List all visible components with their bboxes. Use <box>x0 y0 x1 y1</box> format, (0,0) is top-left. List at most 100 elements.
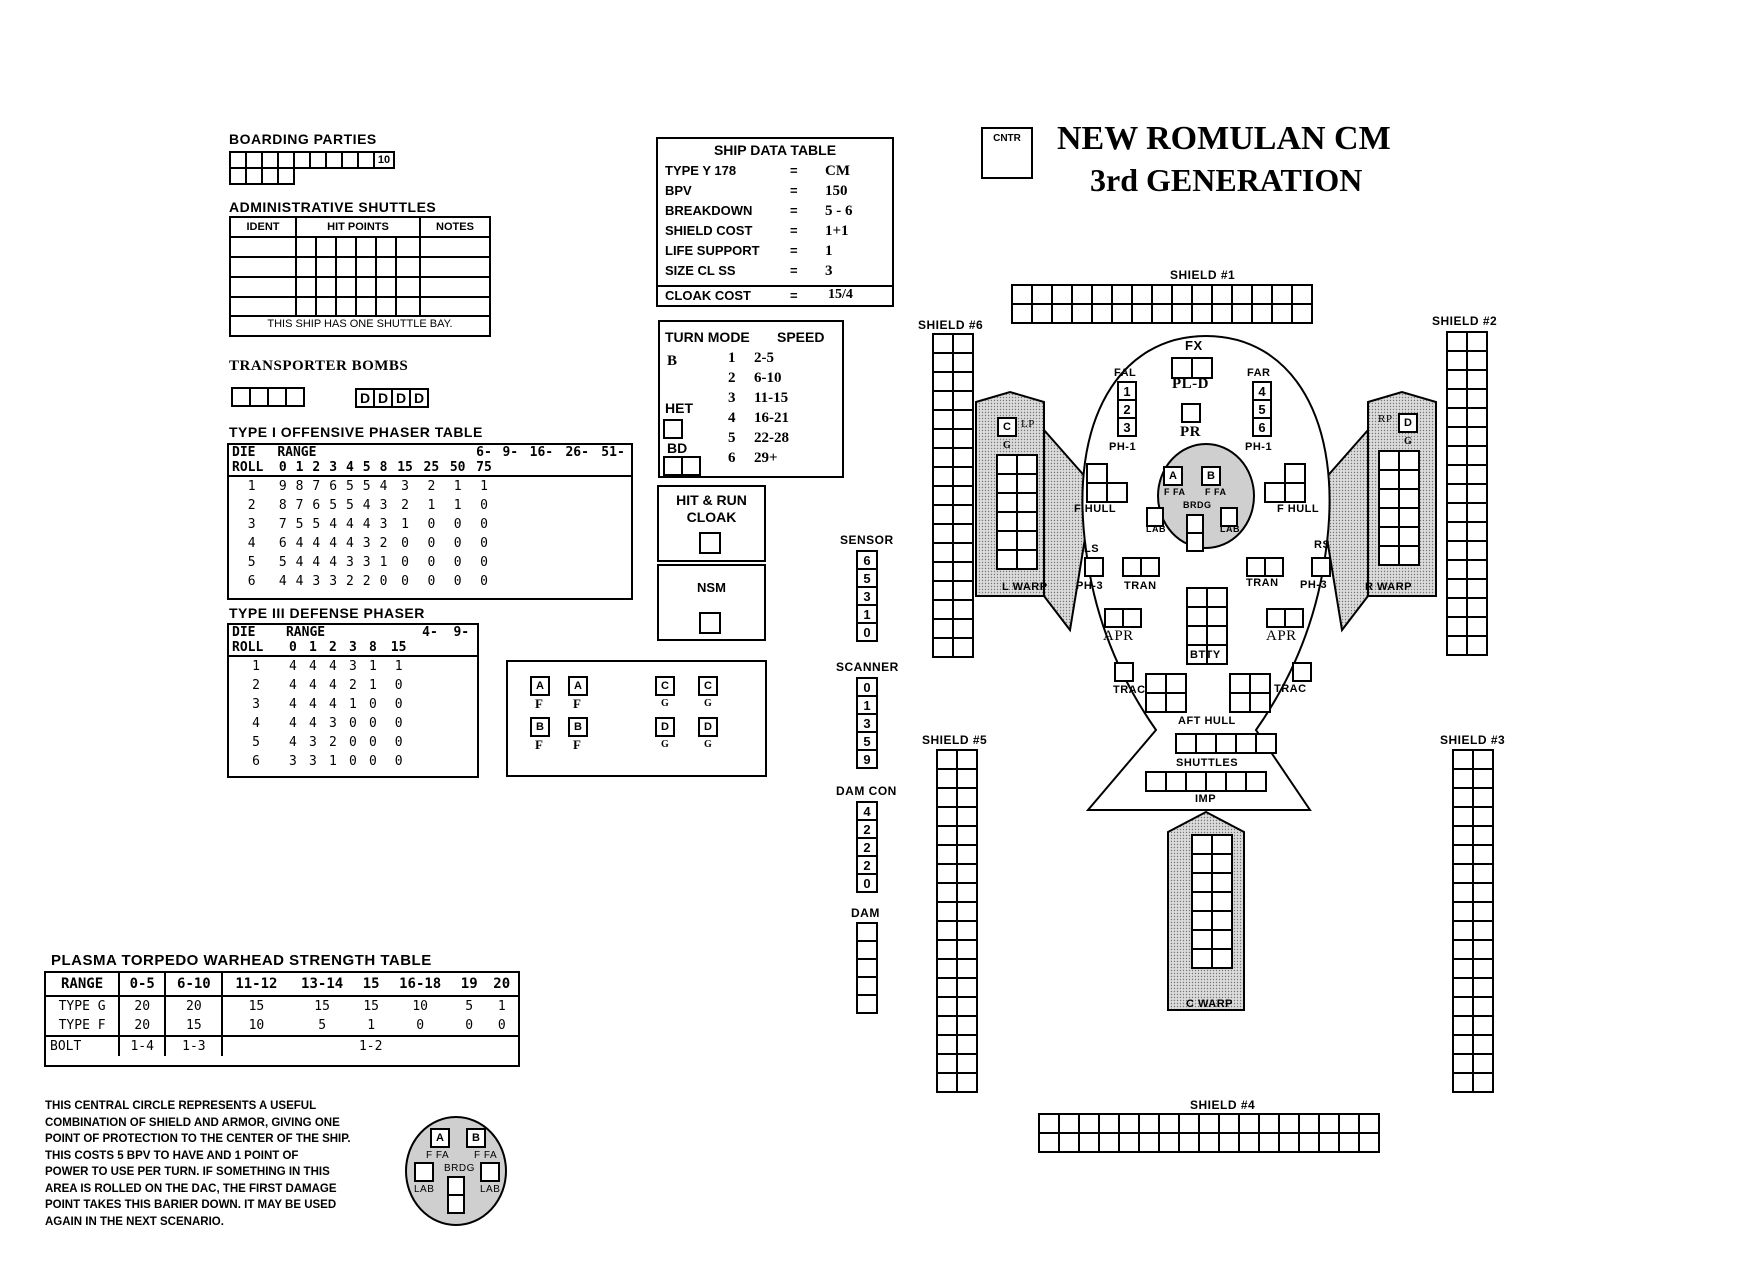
damage-box[interactable] <box>1472 844 1494 865</box>
tran-right-2[interactable] <box>1264 557 1284 577</box>
damage-box[interactable] <box>1452 920 1474 941</box>
damage-box[interactable] <box>1051 284 1073 305</box>
damage-box[interactable] <box>1466 426 1488 447</box>
damage-box[interactable] <box>1211 872 1233 893</box>
damage-box[interactable] <box>932 618 954 639</box>
track-box[interactable] <box>856 940 878 960</box>
damage-box[interactable] <box>932 333 954 354</box>
damage-box[interactable] <box>932 428 954 449</box>
damage-box[interactable] <box>1472 1034 1494 1055</box>
track-box[interactable]: 3 <box>856 586 878 606</box>
damage-box[interactable] <box>932 542 954 563</box>
damage-box[interactable] <box>936 958 958 979</box>
damage-box[interactable] <box>1198 1132 1220 1153</box>
damage-box[interactable] <box>1338 1113 1360 1134</box>
shield-6-boxes[interactable] <box>932 333 974 658</box>
track-box[interactable] <box>856 958 878 978</box>
damage-box[interactable] <box>936 901 958 922</box>
damage-box[interactable] <box>1016 492 1038 513</box>
track-box[interactable] <box>856 994 878 1014</box>
dummy-bombs-boxes[interactable]: D D D D <box>355 388 429 408</box>
damage-box[interactable] <box>1452 1034 1474 1055</box>
damage-box[interactable] <box>936 844 958 865</box>
damage-box[interactable] <box>1071 284 1093 305</box>
damage-box[interactable] <box>932 371 954 392</box>
damage-box[interactable] <box>1378 507 1400 528</box>
damage-box[interactable] <box>936 1072 958 1093</box>
impulse-boxes[interactable] <box>1145 771 1267 792</box>
track-box[interactable]: 0 <box>856 873 878 893</box>
damage-box[interactable] <box>1058 1132 1080 1153</box>
damage-box[interactable] <box>1218 1132 1240 1153</box>
damage-box[interactable] <box>1452 882 1474 903</box>
track-box[interactable]: 9 <box>856 749 878 769</box>
damage-box[interactable] <box>1452 863 1474 884</box>
damage-box[interactable] <box>1298 1113 1320 1134</box>
damage-box[interactable] <box>936 806 958 827</box>
damage-box[interactable] <box>996 454 1018 475</box>
transporter-bombs-boxes[interactable] <box>231 387 305 407</box>
apr-right-1[interactable] <box>1266 608 1286 628</box>
damage-box[interactable] <box>1446 502 1468 523</box>
damage-box[interactable] <box>936 825 958 846</box>
aft-hull-right-boxes[interactable] <box>1229 673 1271 713</box>
damage-box[interactable] <box>1211 910 1233 931</box>
damage-box[interactable] <box>1191 284 1213 305</box>
damage-box[interactable] <box>1211 948 1233 969</box>
damage-box[interactable] <box>1466 464 1488 485</box>
damage-box[interactable] <box>1278 1132 1300 1153</box>
damage-box[interactable] <box>996 549 1018 570</box>
damage-box[interactable] <box>936 920 958 941</box>
damage-box[interactable] <box>1472 882 1494 903</box>
damage-box[interactable] <box>1038 1132 1060 1153</box>
apr-left-2[interactable] <box>1122 608 1142 628</box>
plasma-c-right[interactable]: C <box>698 676 718 696</box>
damage-box[interactable] <box>1191 910 1213 931</box>
circle-b-box[interactable]: B <box>466 1128 486 1148</box>
battery-boxes[interactable] <box>1186 587 1228 665</box>
circle-bridge-2[interactable] <box>447 1194 465 1214</box>
damage-box[interactable] <box>1211 834 1233 855</box>
damage-box[interactable] <box>1171 303 1193 324</box>
damage-box[interactable] <box>1452 749 1474 770</box>
damage-box[interactable] <box>1398 488 1420 509</box>
damage-box[interactable] <box>1452 1072 1474 1093</box>
damage-box[interactable] <box>1251 303 1273 324</box>
damage-box[interactable] <box>1446 388 1468 409</box>
damage-box[interactable] <box>1472 825 1494 846</box>
damage-box[interactable] <box>1138 1113 1160 1134</box>
damage-box[interactable] <box>1031 284 1053 305</box>
damage-box[interactable] <box>956 1053 978 1074</box>
lab-left-box[interactable] <box>1146 507 1164 527</box>
damage-box[interactable] <box>1131 284 1153 305</box>
trac-left[interactable] <box>1114 662 1134 682</box>
hit-run-checkbox[interactable] <box>699 532 721 554</box>
damage-box[interactable] <box>1058 1113 1080 1134</box>
damage-box[interactable] <box>1472 901 1494 922</box>
damage-box[interactable] <box>1446 521 1468 542</box>
shield-5-boxes[interactable] <box>936 749 978 1093</box>
fa-a-box[interactable]: A <box>1163 466 1183 486</box>
l-warp-boxes[interactable] <box>996 454 1038 570</box>
track-box[interactable]: 3 <box>856 713 878 733</box>
r-warp-plasma-d[interactable]: D <box>1398 413 1418 433</box>
track-box[interactable]: 5 <box>856 568 878 588</box>
damage-box[interactable] <box>1472 806 1494 827</box>
track-box[interactable] <box>856 976 878 996</box>
damage-box[interactable] <box>1466 483 1488 504</box>
damage-box[interactable] <box>1098 1113 1120 1134</box>
track-box[interactable]: 0 <box>856 622 878 642</box>
damage-box[interactable] <box>1466 502 1488 523</box>
damage-box[interactable] <box>1472 749 1494 770</box>
track-box[interactable]: 6 <box>856 550 878 570</box>
aft-hull-center-boxes[interactable] <box>1175 733 1277 754</box>
damage-box[interactable] <box>932 466 954 487</box>
bridge-box-2[interactable] <box>1186 532 1204 552</box>
damage-box[interactable] <box>1131 303 1153 324</box>
circle-a-box[interactable]: A <box>430 1128 450 1148</box>
damage-box[interactable] <box>1398 507 1420 528</box>
c-warp-boxes[interactable] <box>1191 834 1233 969</box>
damage-box[interactable] <box>1446 350 1468 371</box>
damage-box[interactable] <box>1118 1132 1140 1153</box>
